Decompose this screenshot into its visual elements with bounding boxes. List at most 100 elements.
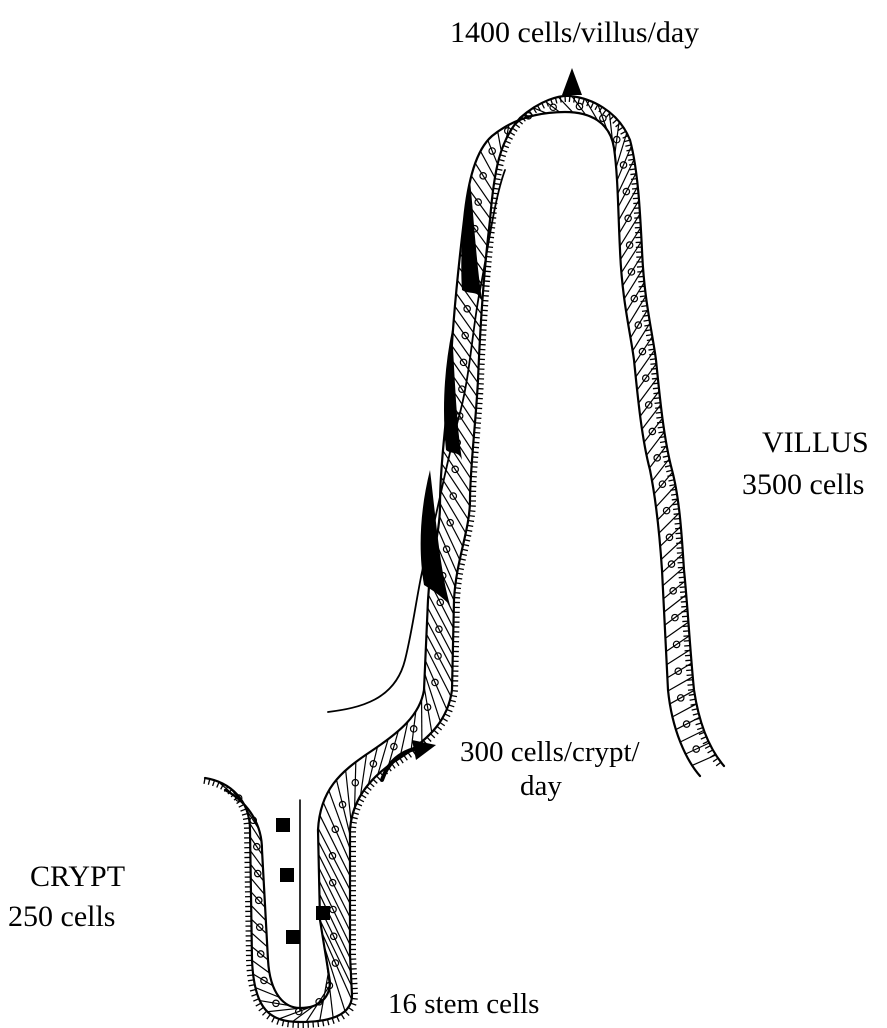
microvillus	[648, 349, 654, 350]
microvillus	[445, 714, 450, 717]
microvillus	[351, 1003, 357, 1005]
microvillus	[244, 823, 250, 824]
microvillus	[655, 403, 661, 404]
microvillus	[352, 998, 358, 999]
microvillus	[456, 583, 462, 584]
cell-wall	[251, 892, 265, 908]
exfoliating-strand	[328, 170, 505, 712]
crypt-migration-arrow	[382, 748, 418, 780]
microvillus	[630, 174, 636, 175]
microvillus	[463, 544, 469, 545]
microvillus	[241, 809, 247, 811]
cell-wall	[475, 163, 493, 191]
microvillus	[701, 737, 707, 739]
microvillus	[485, 271, 491, 272]
microvillus	[259, 1007, 264, 1011]
microvillus	[370, 783, 375, 787]
microvillus	[505, 141, 510, 143]
microvillus	[332, 1018, 334, 1024]
microvillus	[679, 582, 685, 583]
microvillus	[500, 155, 506, 157]
microvillus	[652, 378, 658, 379]
microvillus	[639, 286, 645, 287]
microvillus	[486, 261, 492, 262]
microvillus	[679, 577, 685, 578]
microvillus	[678, 572, 684, 573]
microvillus	[583, 99, 585, 105]
microvillus	[499, 159, 505, 161]
cell-wall	[668, 677, 693, 691]
microvillus	[350, 827, 356, 828]
microvillus	[396, 761, 399, 766]
microvillus	[667, 475, 673, 476]
cell-wall	[680, 730, 704, 742]
microvillus	[318, 1021, 319, 1027]
microvillus	[705, 746, 710, 749]
villus-title: VILLUS	[762, 428, 869, 458]
cell-wall	[252, 947, 268, 960]
microvillus	[515, 124, 520, 128]
cell-wall	[631, 309, 648, 337]
microvillus	[355, 808, 361, 810]
microvillus	[688, 689, 694, 690]
cell-wall	[670, 690, 694, 704]
microvillus	[250, 989, 256, 991]
microvillus	[629, 164, 635, 165]
microvillus	[708, 750, 713, 753]
cell-wall	[639, 377, 658, 403]
cell-wall	[452, 346, 478, 383]
microvillus	[400, 758, 403, 763]
microvillus	[578, 98, 579, 104]
microvillus	[653, 393, 659, 394]
microvillus	[492, 198, 498, 199]
microvillus	[455, 593, 461, 594]
cell-wall	[427, 621, 452, 669]
microvillus	[641, 301, 647, 302]
microvillus	[213, 780, 215, 786]
microvillus	[345, 1011, 349, 1015]
cell-wall	[480, 151, 494, 177]
microvillus	[498, 164, 504, 165]
microvillus	[376, 776, 380, 780]
microvillus	[253, 999, 259, 1001]
microvillus	[456, 578, 462, 579]
cell-wall	[623, 255, 643, 286]
microvillus	[641, 306, 647, 307]
cell-wall	[667, 649, 691, 664]
microvillus	[654, 398, 660, 399]
microvillus	[488, 242, 494, 243]
microvillus	[666, 470, 672, 472]
cell-wall	[663, 581, 685, 599]
microvillus	[642, 310, 648, 311]
microvillus	[653, 388, 659, 389]
microvillus	[639, 291, 645, 292]
microvillus	[686, 665, 692, 666]
microvillus	[686, 670, 692, 671]
microvillus	[452, 691, 458, 692]
crypt-cell-count: 250 cells	[8, 902, 115, 932]
microvillus	[672, 504, 678, 505]
microvillus	[469, 516, 475, 517]
microvillus	[465, 535, 471, 536]
microvillus	[341, 1014, 344, 1019]
microvillus	[267, 1014, 271, 1019]
villus-cell-count: 3500 cells	[742, 470, 864, 500]
microvillus	[493, 188, 499, 189]
crypt-output-rate-line2: day	[520, 772, 562, 801]
microvillus	[256, 1003, 261, 1006]
microvillus	[650, 364, 656, 365]
microvillus	[277, 1019, 279, 1025]
microvillus	[437, 726, 442, 730]
microvillus	[337, 1016, 339, 1021]
microvillus	[632, 184, 638, 185]
microvillus	[510, 132, 515, 135]
microvillus	[569, 96, 570, 102]
villus-shedding-rate-label: 1400 cells/villus/day	[450, 18, 699, 48]
microvillus	[696, 723, 702, 725]
microvillus	[680, 592, 686, 593]
microvillus	[664, 461, 670, 462]
microvillus	[491, 213, 497, 214]
microvillus	[208, 779, 209, 785]
microvillus	[450, 700, 456, 702]
